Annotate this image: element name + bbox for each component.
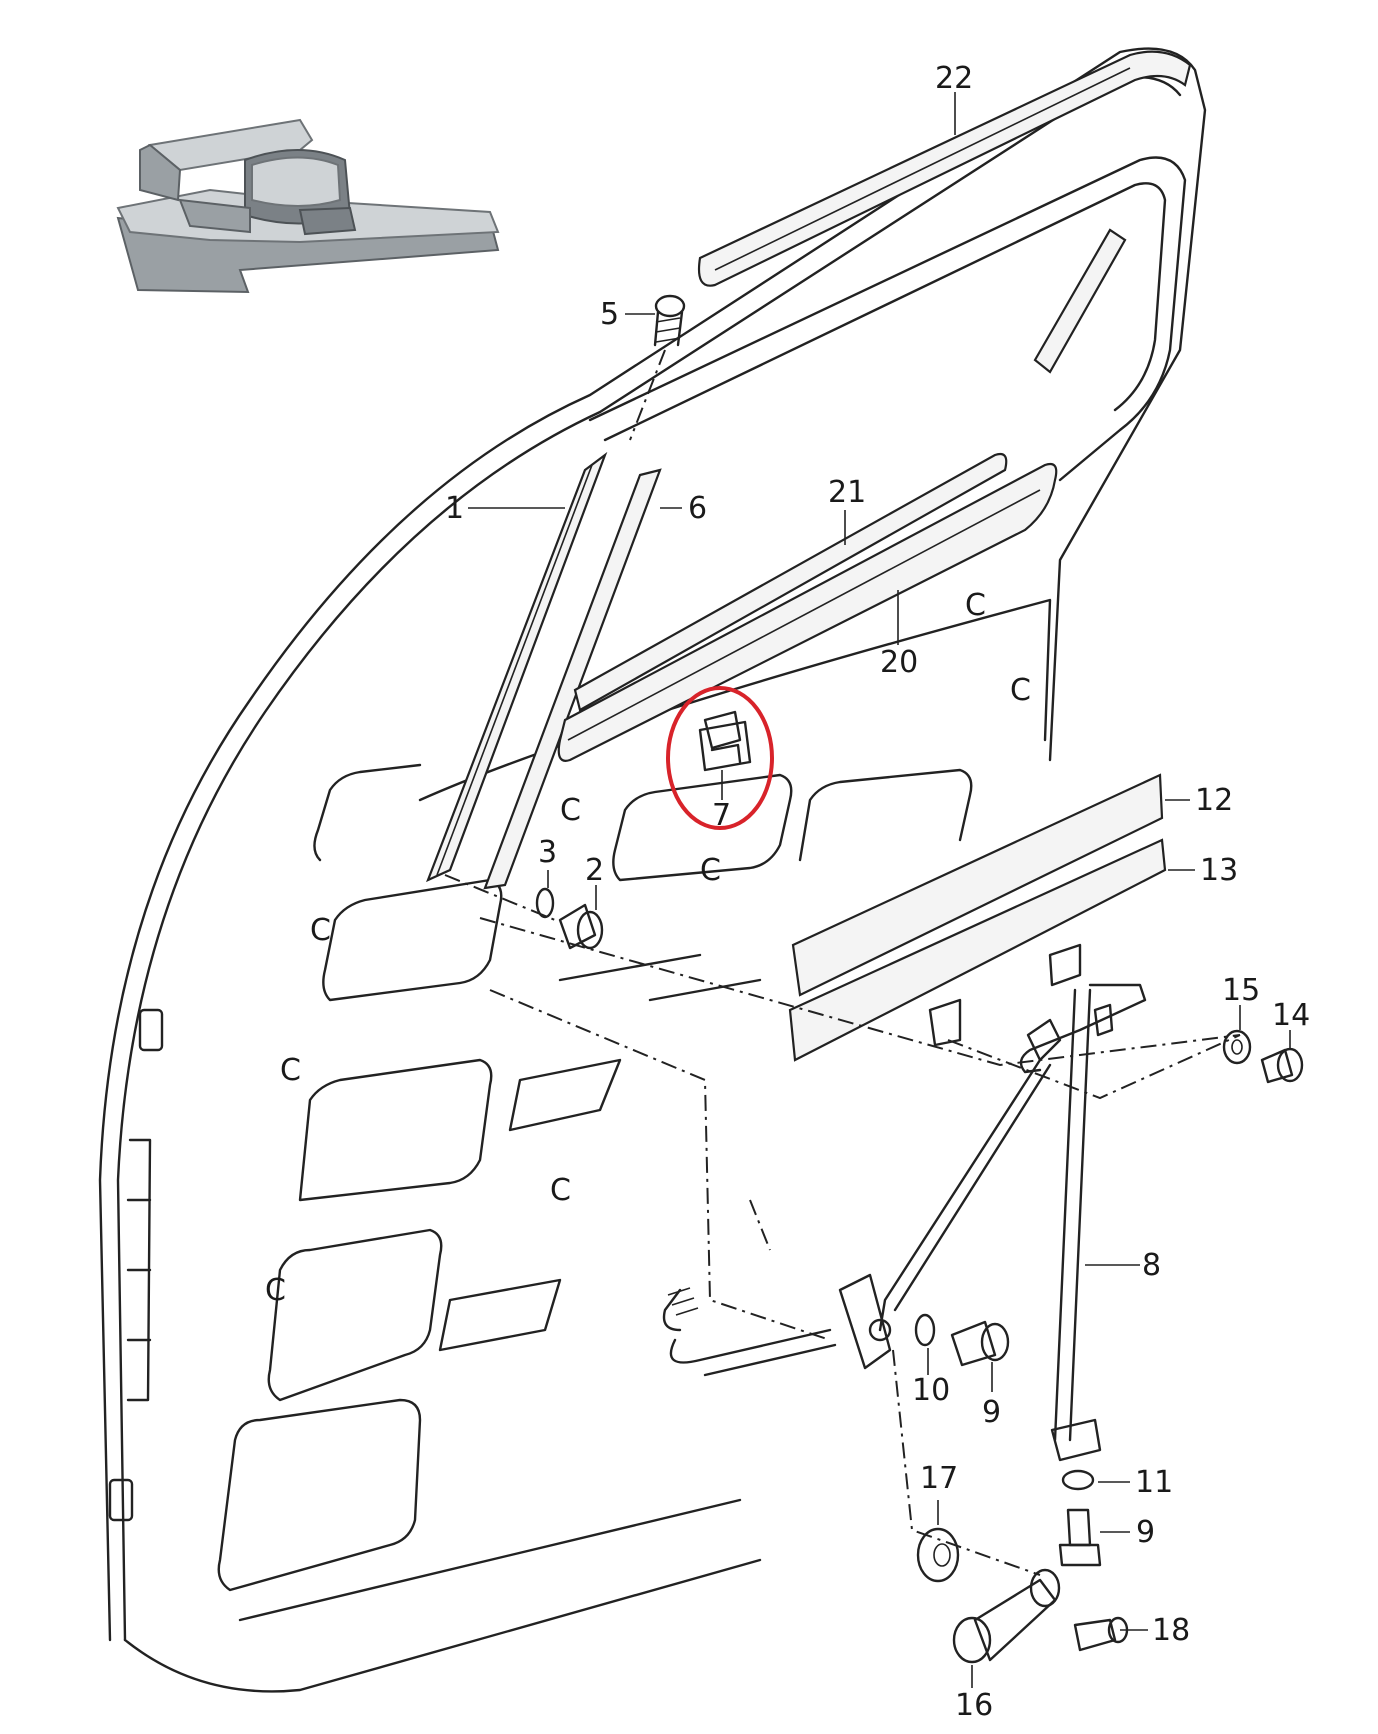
callout-18: 18	[1152, 1613, 1190, 1648]
part-5-screw	[629, 294, 686, 441]
callout-7: 7	[712, 798, 731, 833]
part-16-crank-handle	[952, 1568, 1061, 1664]
callout-8: 8	[1142, 1248, 1161, 1283]
svg-text:C: C	[550, 1173, 571, 1208]
callout-labels: 1 2 3 5 6 7 8 9 9 10 11 12 13 14 15 16 1…	[445, 61, 1310, 1723]
callout-1: 1	[445, 491, 464, 526]
part-22-window-seal	[697, 50, 1192, 374]
part-15-washer	[1222, 1029, 1252, 1065]
part-9-bolt-upper	[950, 1320, 1010, 1367]
callout-16: 16	[955, 1688, 993, 1723]
part-18-screw	[1073, 1616, 1129, 1652]
part-12-seal	[791, 773, 1164, 997]
callout-13: 13	[1200, 853, 1238, 888]
part-2-bolt	[558, 903, 604, 950]
assembly-dash-lines	[444, 874, 1241, 1576]
part-1-channel	[426, 451, 608, 883]
svg-text:C: C	[700, 853, 721, 888]
callout-15: 15	[1222, 973, 1260, 1008]
callout-9-lower: 9	[1136, 1515, 1155, 1550]
part-13-lift-channel	[788, 838, 1167, 1062]
callout-9-upper: 9	[982, 1395, 1001, 1430]
svg-text:C: C	[1010, 673, 1031, 708]
svg-text:C: C	[560, 793, 581, 828]
svg-text:C: C	[310, 913, 331, 948]
callout-21: 21	[828, 475, 866, 510]
part-7-clip	[698, 710, 752, 800]
callout-6: 6	[688, 491, 707, 526]
leader-lines	[468, 92, 1291, 1688]
part-9-bolt-lower	[1058, 1508, 1102, 1567]
window-regulator	[662, 983, 1147, 1462]
callout-17: 17	[920, 1461, 958, 1496]
callout-14: 14	[1272, 998, 1310, 1033]
callout-11: 11	[1135, 1465, 1173, 1500]
callout-22: 22	[935, 61, 973, 96]
svg-text:C: C	[265, 1273, 286, 1308]
part-6-channel	[483, 468, 662, 890]
part-20-seal	[557, 462, 1058, 762]
svg-text:C: C	[280, 1053, 301, 1088]
callout-2: 2	[585, 853, 604, 888]
part-3-washer	[535, 887, 555, 919]
callout-20: 20	[880, 645, 918, 680]
part-17-escutcheon	[916, 1527, 960, 1583]
part-14-bolt	[1260, 1047, 1304, 1084]
callout-5: 5	[600, 297, 619, 332]
callout-12: 12	[1195, 783, 1233, 818]
part-7-highlight-ring	[666, 686, 774, 830]
clip-photo-inset	[116, 118, 500, 294]
callout-3: 3	[538, 835, 557, 870]
part-10-washer	[914, 1313, 936, 1347]
part-21-seal	[573, 452, 1008, 712]
svg-text:C: C	[965, 588, 986, 623]
callout-10: 10	[912, 1373, 950, 1408]
part-11-washer	[1061, 1469, 1095, 1491]
